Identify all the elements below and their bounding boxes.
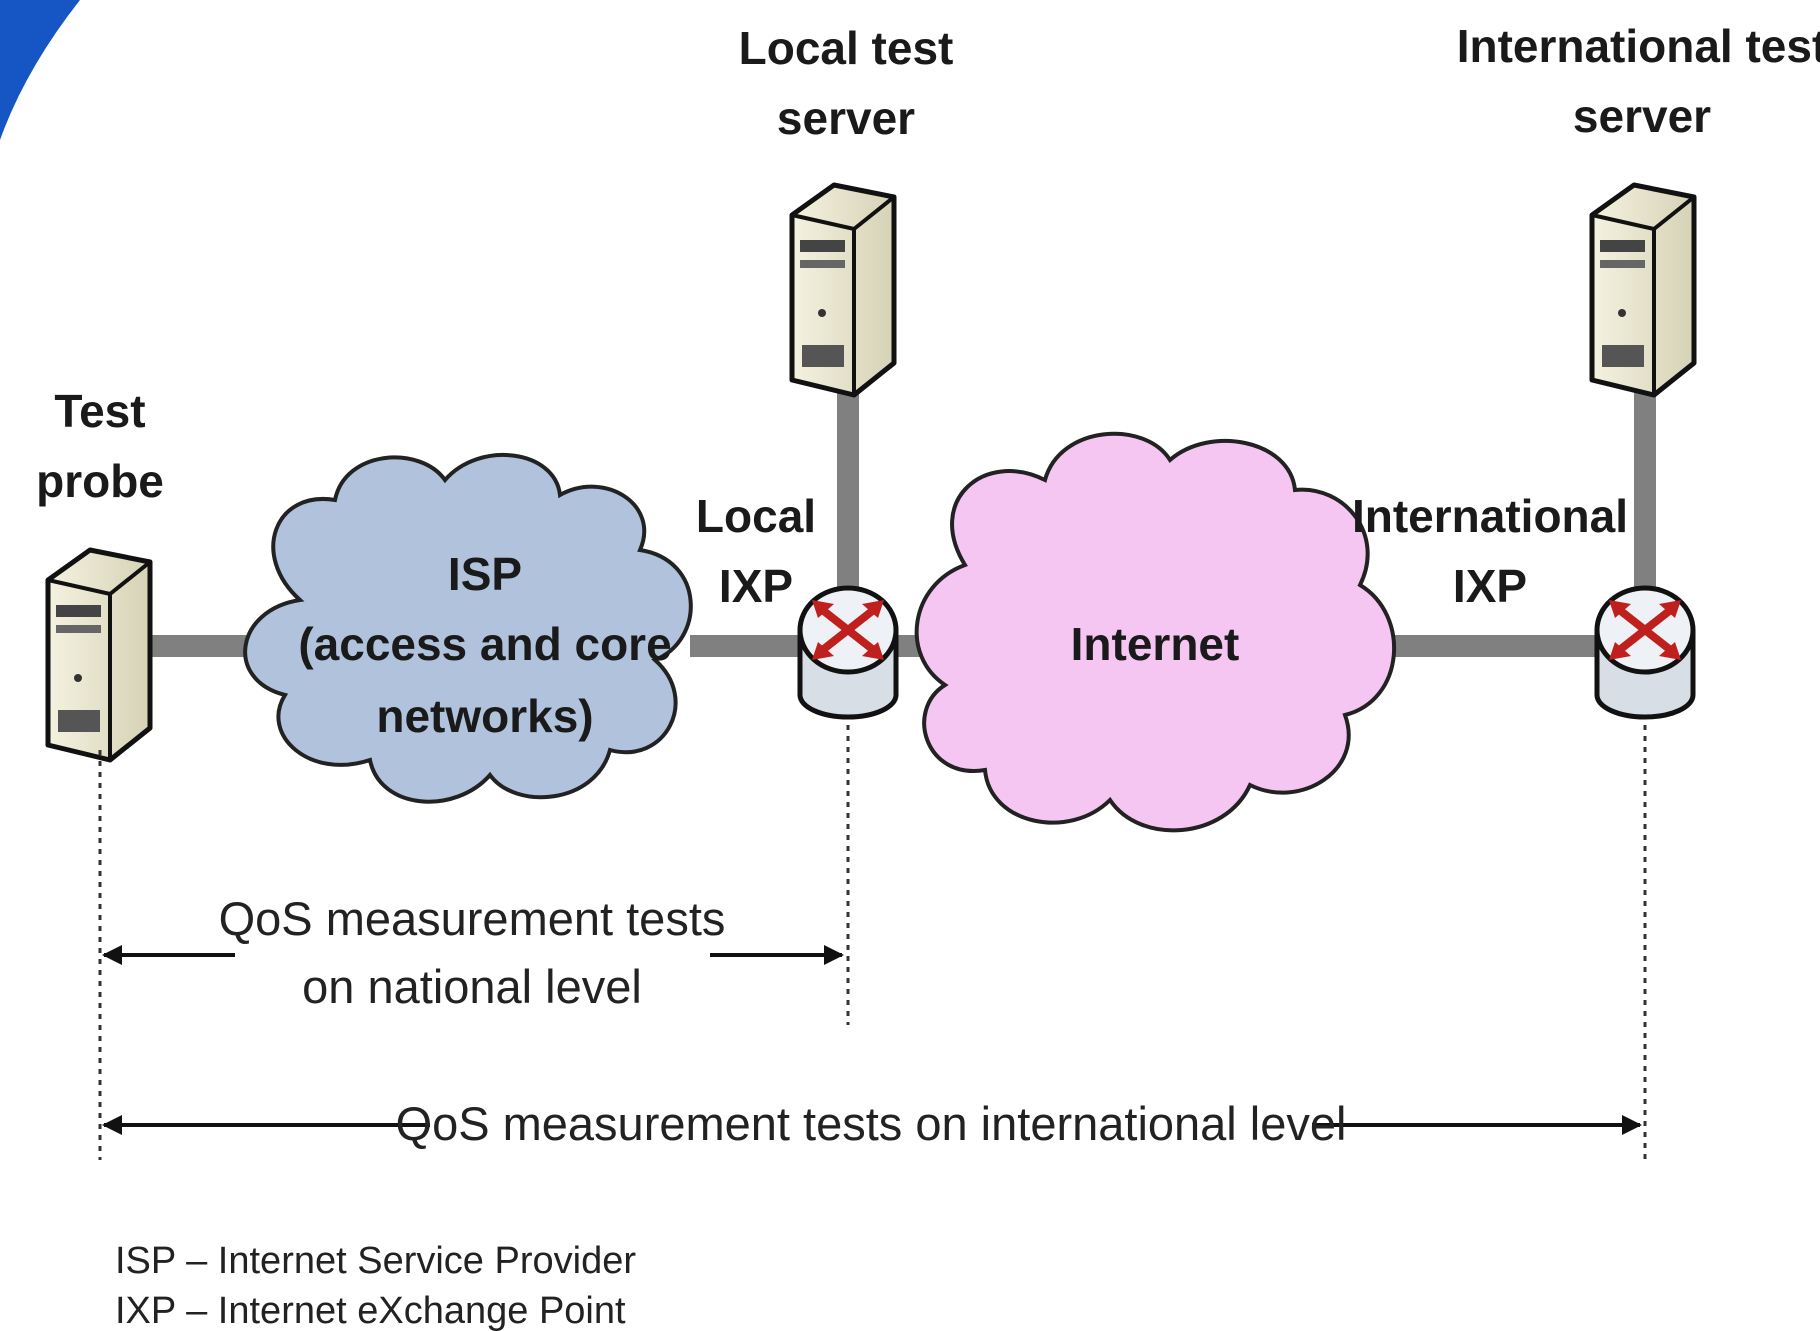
test-probe-server-icon [45,547,153,763]
international-ixp-router-icon [1594,585,1696,720]
local-test-server-icon [789,182,897,398]
isp-cloud-label-line1: ISP [448,548,522,600]
international-test-server-icon [1589,182,1697,398]
international-measurement-label: QoS measurement tests on international l… [396,1097,1347,1150]
isp-cloud: ISP (access and core networks) [243,452,693,804]
local-test-server-label-line2: server [777,92,915,144]
international-ixp-label-line2: IXP [1453,560,1527,612]
legend-ixp: IXP – Internet eXchange Point [115,1290,626,1331]
test-probe-label-line2: probe [36,455,164,507]
local-test-server-label-line1: Local test [739,22,954,74]
international-test-server-label-line1: International test [1457,20,1820,72]
isp-cloud-label-line3: networks) [376,690,593,742]
national-measurement-label-line1: QoS measurement tests [219,892,726,945]
local-ixp-router-icon [797,585,899,720]
measurement-arrows [102,945,1642,1135]
local-ixp-label-line2: IXP [719,560,793,612]
international-test-server-label-line2: server [1573,90,1711,142]
internet-cloud-label: Internet [1071,618,1240,670]
internet-cloud: Internet [914,431,1397,833]
legend-isp: ISP – Internet Service Provider [115,1240,636,1282]
corner-accent [0,0,80,140]
international-ixp-label-line1: International [1352,490,1628,542]
national-measurement-label-line2: on national level [302,960,642,1013]
isp-cloud-label-line2: (access and core [298,618,671,670]
test-probe-label-line1: Test [54,385,145,437]
local-ixp-label-line1: Local [696,490,816,542]
reference-dotted-lines [98,725,1647,1160]
